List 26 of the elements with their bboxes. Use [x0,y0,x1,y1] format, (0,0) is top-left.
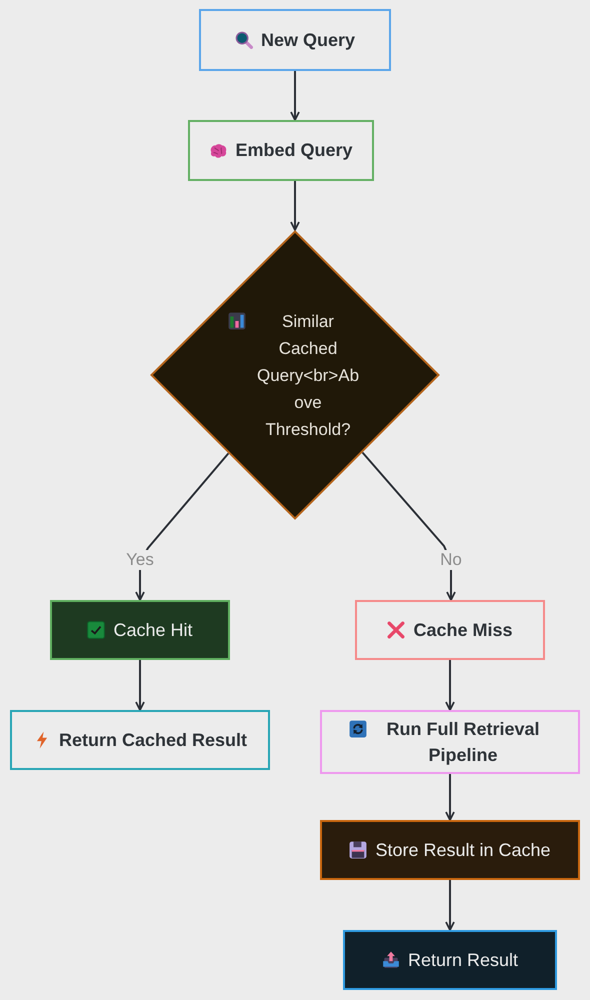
arrow [135,660,145,711]
node-label: Return Result [408,948,518,972]
node-label: Cache Miss [413,618,513,642]
process-box [199,9,391,71]
arrow [445,774,455,821]
node-label: Similar Cached Query<br>Above Threshold? [256,310,360,440]
process-box [10,710,270,770]
process-box [188,120,374,181]
process-box [50,600,230,660]
node-label: Run Full Retrieval Pipeline [385,718,541,767]
process-box [320,710,580,774]
arrow [290,181,300,231]
node-label: Return Cached Result [58,728,248,752]
decision-diamond [150,230,440,520]
arrow [290,71,300,121]
arrow [445,660,455,711]
node-label: New Query [260,28,356,52]
process-box [355,600,545,660]
process-box [320,820,580,880]
arrow [362,452,456,601]
arrow [445,880,455,931]
arrow [135,452,230,601]
node-label: Store Result in Cache [375,838,551,862]
node-label: Cache Hit [113,618,193,642]
process-box [343,930,557,990]
node-label: Embed Query [235,139,353,162]
